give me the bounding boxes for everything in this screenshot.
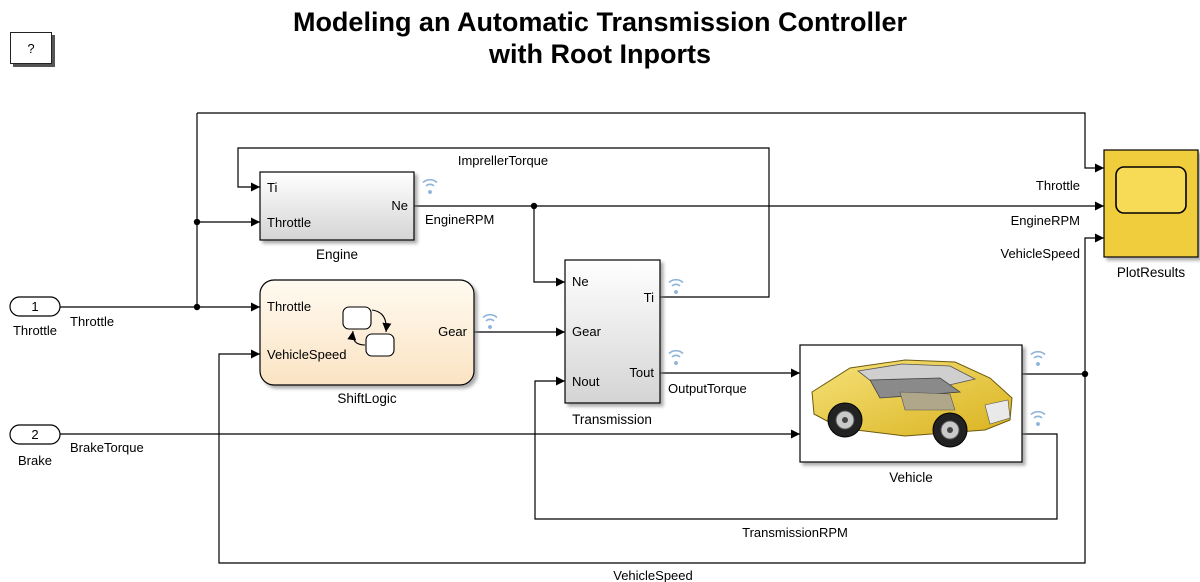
- transmission-tout-log-signal-icon: [669, 351, 683, 365]
- vehiclespeed-to-scope-line[interactable]: [1085, 238, 1104, 374]
- inport-throttle[interactable]: 1 Throttle: [10, 297, 60, 338]
- transmission-port-ne: Ne: [572, 274, 589, 289]
- engine-log-signal-icon: [423, 180, 437, 194]
- scope-enginerpm-label: EngineRPM: [1011, 213, 1080, 228]
- outputtorque-label: OutputTorque: [668, 381, 747, 396]
- scope-throttle-label: Throttle: [1036, 178, 1080, 193]
- vehiclespeed-label: VehicleSpeed: [613, 568, 693, 582]
- enginerpm-label: EngineRPM: [425, 212, 494, 227]
- transmission-name: Transmission: [572, 412, 652, 427]
- throttle-branch-dot-2: [194, 219, 200, 225]
- shiftlogic-name: ShiftLogic: [337, 391, 397, 406]
- imprellertorque-label: ImprellerTorque: [458, 153, 548, 168]
- engine-name: Engine: [316, 247, 358, 262]
- plotresults-name: PlotResults: [1117, 265, 1186, 280]
- shiftlogic-port-vehiclespeed: VehicleSpeed: [267, 347, 347, 362]
- inport-brake[interactable]: 2 Brake: [10, 425, 60, 468]
- scope-screen-icon: [1116, 167, 1186, 213]
- transmission-ti-log-signal-icon: [669, 280, 683, 294]
- braketorque-signal-label: BrakeTorque: [70, 440, 144, 455]
- throttle-signal-label: Throttle: [70, 314, 114, 329]
- shiftlogic-block[interactable]: Throttle VehicleSpeed Gear ShiftLogic: [260, 280, 474, 406]
- engine-port-throttle: Throttle: [267, 215, 311, 230]
- inport-brake-name: Brake: [18, 453, 52, 468]
- plotresults-scope-block[interactable]: PlotResults: [1104, 150, 1198, 280]
- inport-brake-number: 2: [31, 427, 38, 442]
- vehicle-speed-log-signal-icon: [1031, 352, 1045, 366]
- shiftlogic-port-throttle: Throttle: [267, 299, 311, 314]
- inport-throttle-number: 1: [31, 299, 38, 314]
- transmission-port-nout: Nout: [572, 374, 600, 389]
- vehiclespeed-branch-dot: [1082, 371, 1088, 377]
- scope-vehiclespeed-label: VehicleSpeed: [1000, 246, 1080, 261]
- transmissionrpm-label: TransmissionRPM: [742, 525, 848, 540]
- shiftlogic-port-gear: Gear: [438, 324, 468, 339]
- vehicle-block[interactable]: Vehicle: [800, 345, 1022, 485]
- enginerpm-branch-dot: [531, 203, 537, 209]
- inport-throttle-name: Throttle: [13, 323, 57, 338]
- throttle-to-scope-line[interactable]: [197, 113, 1104, 168]
- engine-port-ne: Ne: [391, 198, 408, 213]
- enginerpm-to-transmission-line[interactable]: [534, 206, 565, 282]
- transmission-block[interactable]: Ne Gear Nout Ti Tout Transmission: [565, 260, 660, 427]
- vehicle-name: Vehicle: [889, 470, 933, 485]
- shiftlogic-log-signal-icon: [483, 315, 497, 329]
- engine-block[interactable]: Ti Throttle Ne Engine: [260, 172, 414, 262]
- vehicle-rpm-log-signal-icon: [1031, 412, 1045, 426]
- transmission-port-gear: Gear: [572, 324, 602, 339]
- engine-port-ti: Ti: [267, 180, 277, 195]
- throttle-branch-dot: [194, 304, 200, 310]
- transmission-port-tout: Tout: [629, 365, 654, 380]
- transmission-port-ti: Ti: [644, 290, 654, 305]
